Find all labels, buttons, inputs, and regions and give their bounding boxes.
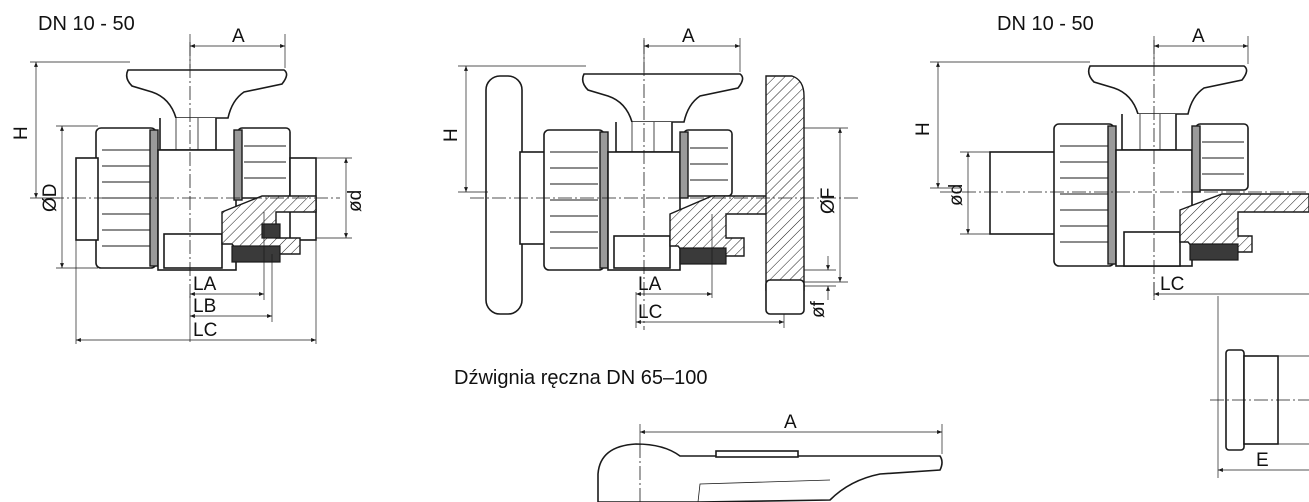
- caption-right: DN 10 - 50: [997, 13, 1094, 35]
- dim-lc-label-right: LC: [1160, 274, 1184, 295]
- dim-a-label-middle: A: [682, 26, 695, 47]
- dim-small-f-label-middle: øf: [808, 300, 829, 318]
- dim-lc-label-middle: LC: [638, 302, 662, 323]
- dim-h-label-middle: H: [441, 128, 462, 142]
- dim-a-label-right: A: [1192, 26, 1205, 47]
- valve-left-view: [30, 34, 352, 344]
- dim-lb-label-left: LB: [193, 296, 216, 317]
- dim-e-label-right: E: [1256, 450, 1269, 471]
- dim-h-label-right: H: [913, 122, 934, 136]
- dim-la-label-left: LA: [193, 274, 217, 295]
- dim-od-label-left: ØD: [40, 184, 61, 213]
- dim-a-label-lever: A: [784, 412, 797, 433]
- hand-lever-drawing: [597, 424, 943, 502]
- caption-left: DN 10 - 50: [38, 13, 135, 35]
- dim-a-label-left: A: [232, 26, 245, 47]
- dim-d-label-left: ød: [345, 190, 366, 212]
- dim-la-label-middle: LA: [638, 274, 662, 295]
- valve-flange-view: [458, 38, 860, 330]
- valve-right-view: [930, 36, 1309, 478]
- dim-d-label-right: ød: [946, 184, 967, 206]
- dim-f-label-middle: ØF: [818, 188, 839, 214]
- caption-lever: Dźwignia ręczna DN 65–100: [454, 367, 707, 389]
- dim-lc-label-left: LC: [193, 320, 217, 341]
- dim-h-label-left: H: [11, 126, 32, 140]
